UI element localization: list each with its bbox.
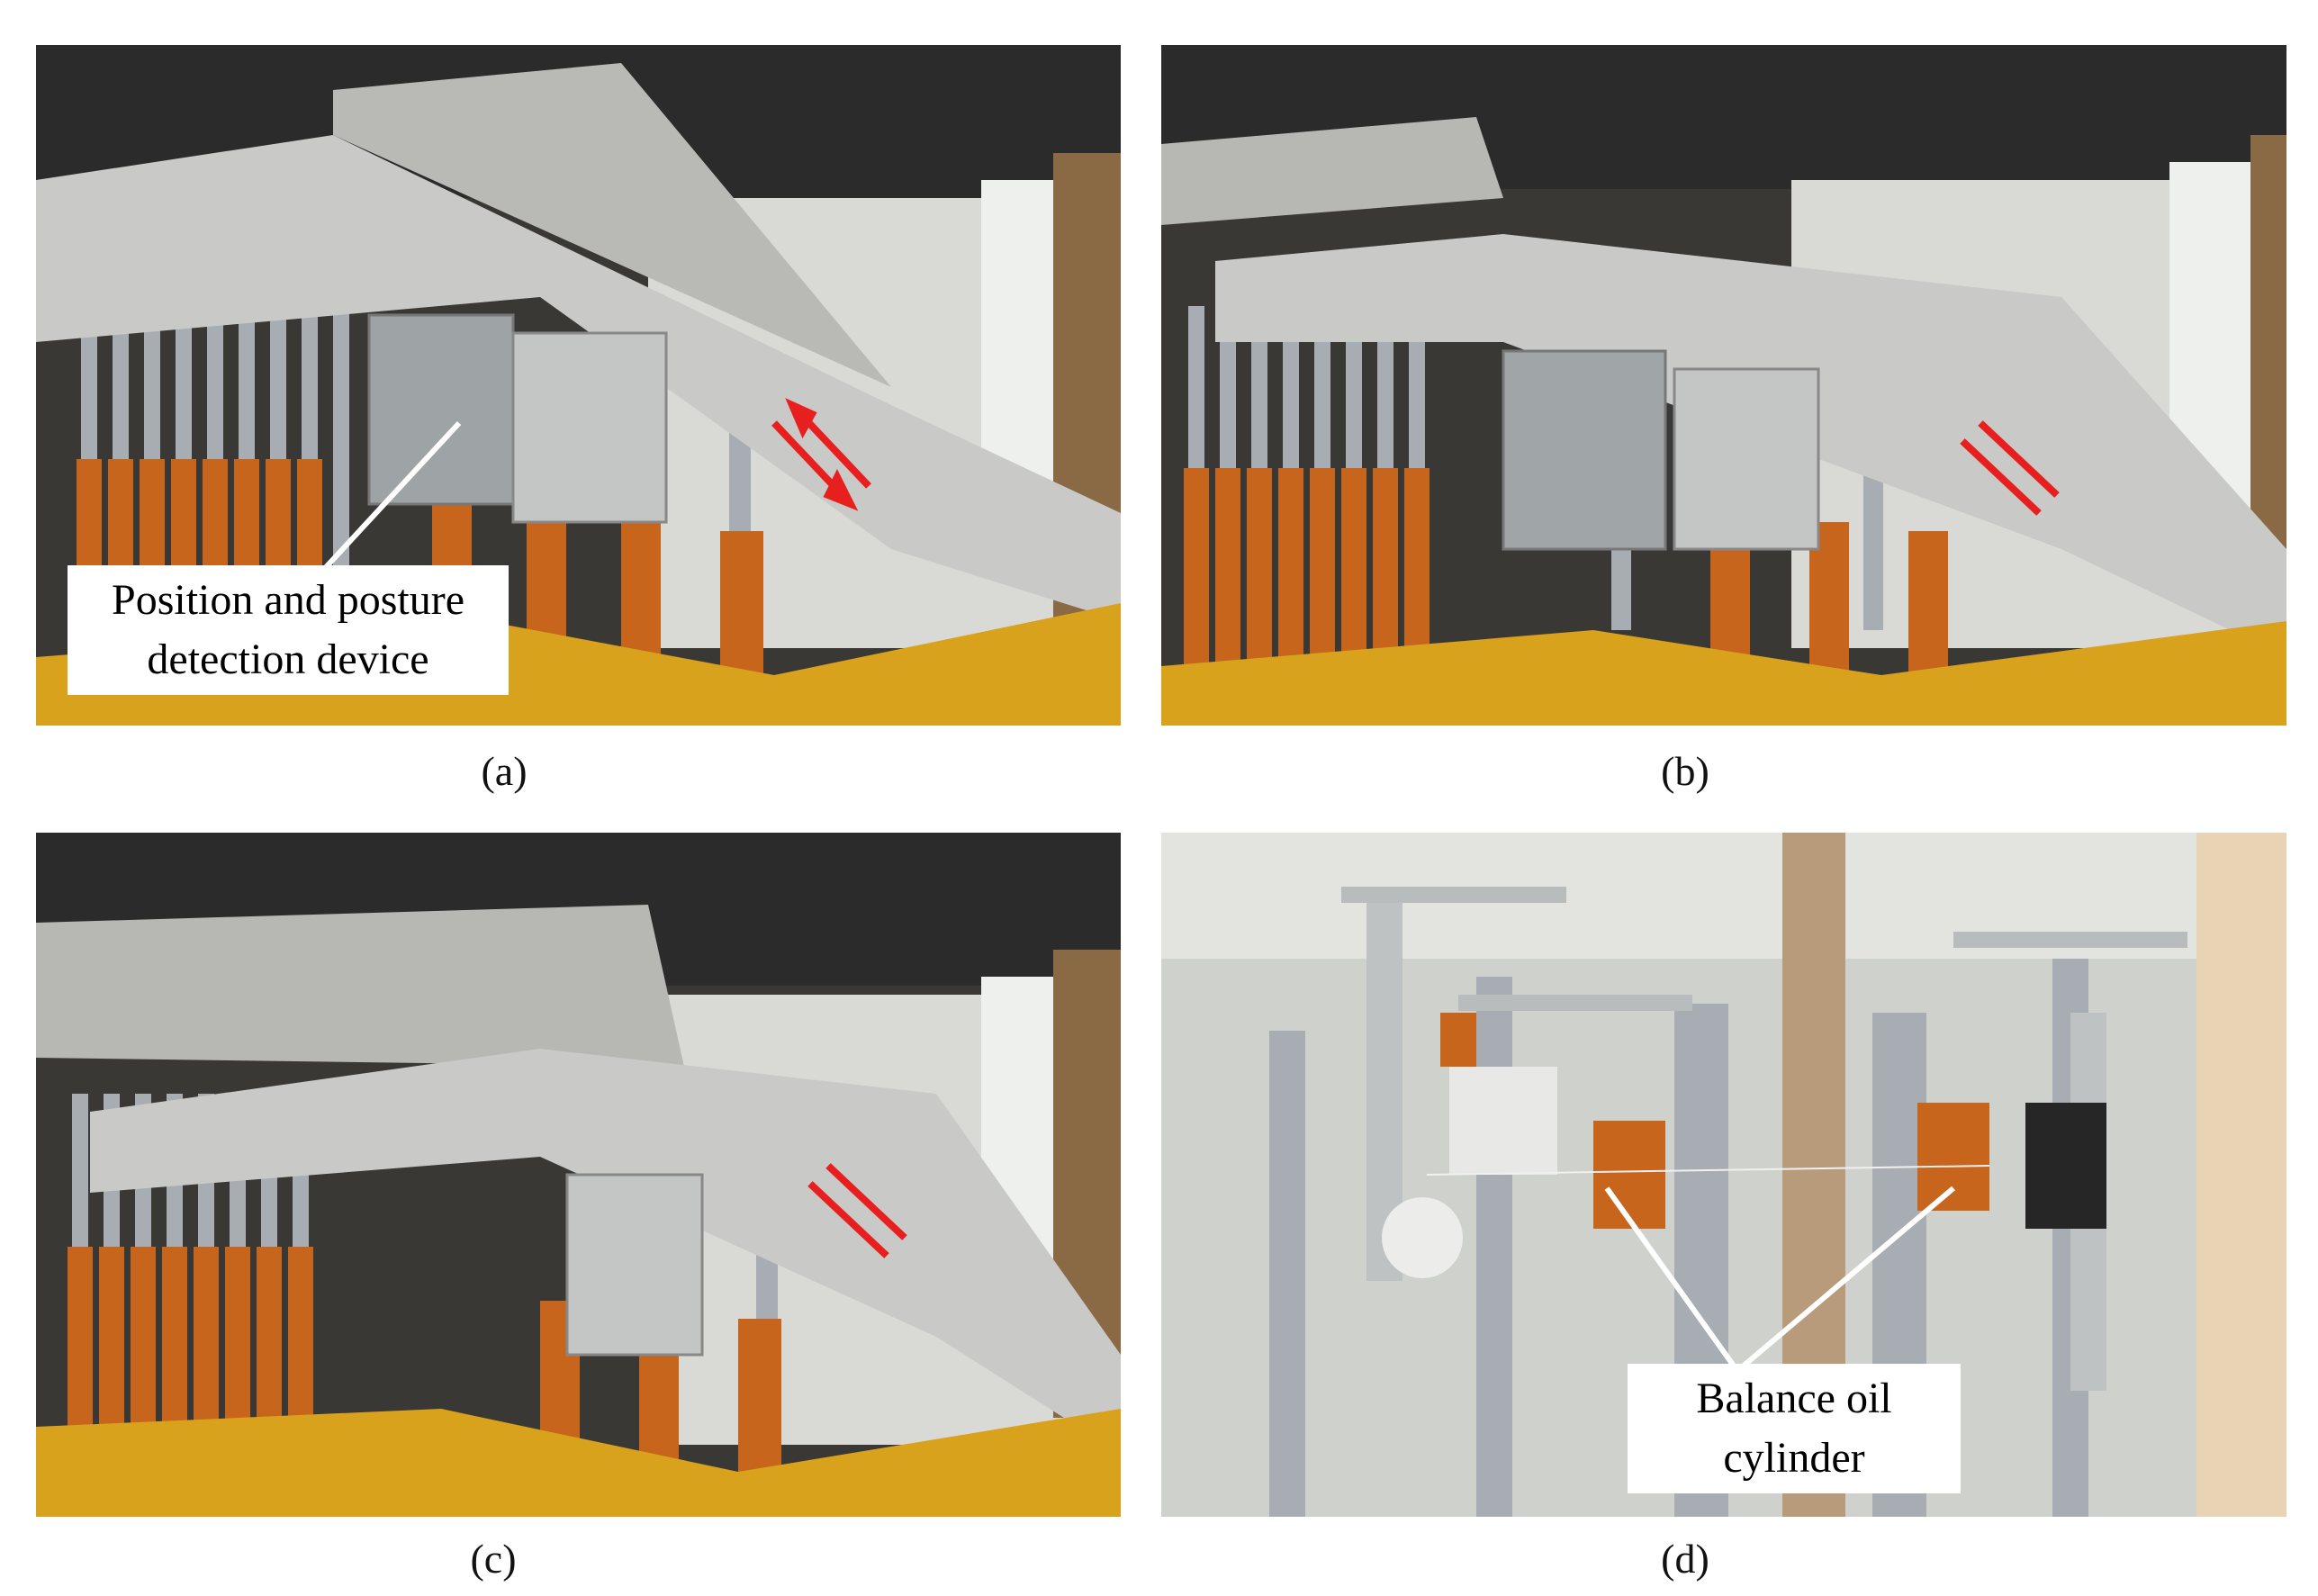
callout-d-line2: cylinder bbox=[1723, 1434, 1865, 1482]
callout-position-posture-device: Position and posture detection device bbox=[68, 565, 509, 695]
callout-a-line1: Position and posture bbox=[112, 576, 465, 624]
photo-support-b bbox=[1161, 45, 2286, 726]
callout-line-a bbox=[303, 420, 462, 591]
callout-balance-oil-cylinder: Balance oil cylinder bbox=[1628, 1364, 1961, 1493]
caption-b: (b) bbox=[1661, 748, 1709, 794]
photo-panel-a bbox=[36, 45, 1121, 726]
caption-d: (d) bbox=[1661, 1536, 1709, 1582]
caption-c: (c) bbox=[470, 1536, 517, 1582]
red-double-arrow-icon bbox=[771, 398, 871, 511]
callout-d-line1: Balance oil bbox=[1696, 1375, 1892, 1422]
photo-panel-c bbox=[36, 833, 1121, 1517]
photo-panel-b bbox=[1161, 45, 2286, 726]
photo-support-c bbox=[36, 833, 1121, 1517]
red-double-arrow-icon bbox=[807, 1163, 907, 1258]
red-double-arrow-icon bbox=[1960, 420, 2060, 516]
callout-a-line2: detection device bbox=[147, 636, 429, 683]
photo-support-a bbox=[36, 45, 1121, 726]
callout-lines-d bbox=[1604, 1186, 1955, 1374]
caption-a: (a) bbox=[481, 748, 528, 794]
